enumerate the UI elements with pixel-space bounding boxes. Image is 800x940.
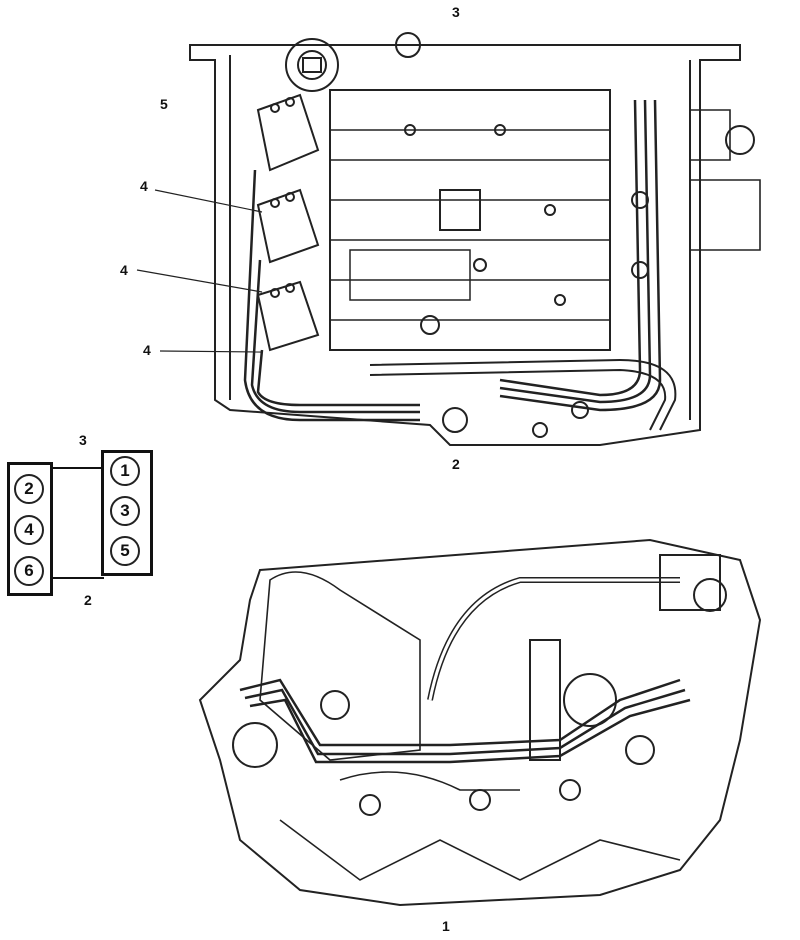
engine-front-view — [198, 538, 762, 907]
cylinder-5: 5 — [110, 536, 140, 566]
label-front-view-1: 1 — [442, 918, 450, 934]
label-front-3: 3 — [79, 432, 87, 448]
ignition-coils — [256, 93, 320, 352]
cylinder-1: 1 — [110, 456, 140, 486]
label-coil-4: 4 — [140, 178, 148, 194]
label-top-view-3: 3 — [452, 4, 460, 20]
label-coil-4: 4 — [120, 262, 128, 278]
cylinder-6: 6 — [14, 556, 44, 586]
label-coil-4: 4 — [143, 342, 151, 358]
label-coil-pack-5: 5 — [160, 96, 168, 112]
cylinder-2: 2 — [14, 474, 44, 504]
bank-connector — [50, 467, 104, 579]
label-rear-2: 2 — [84, 592, 92, 608]
cylinder-4: 4 — [14, 515, 44, 545]
label-top-view-2: 2 — [452, 456, 460, 472]
engine-top-view — [189, 32, 761, 446]
cylinder-3: 3 — [110, 496, 140, 526]
